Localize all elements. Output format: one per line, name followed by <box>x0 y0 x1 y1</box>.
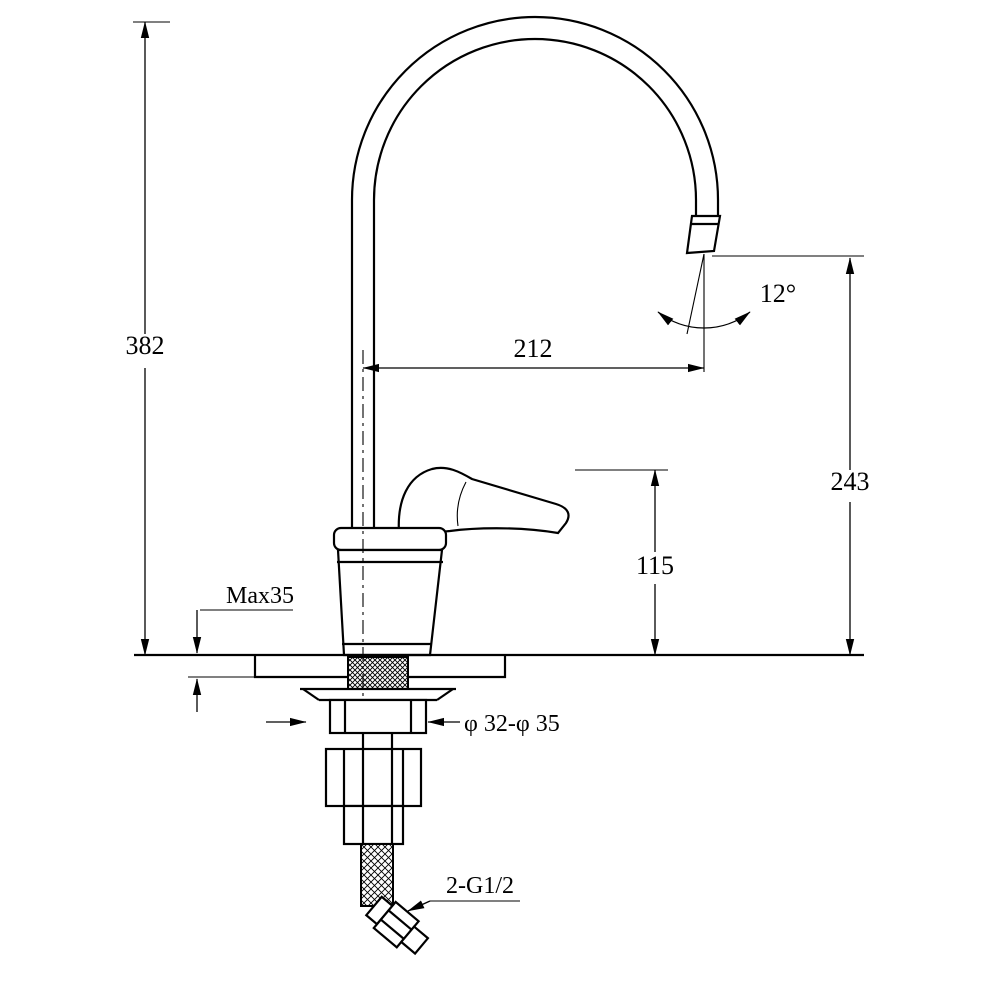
dimension-hole-diameter: φ 32-φ 35 <box>266 711 560 737</box>
overall-height-label: 382 <box>126 331 165 360</box>
mounting-nut <box>328 698 428 735</box>
countertop-cross-section <box>134 653 864 679</box>
spout-angle-label: 12° <box>760 279 796 308</box>
annotation-inlet-connection: 2-G1/2 <box>407 873 520 912</box>
outlet-height-label: 243 <box>831 467 870 496</box>
mounting-flange <box>300 687 456 702</box>
body-height-label: 115 <box>636 551 674 580</box>
braided-supply-hose <box>360 843 394 907</box>
dimension-max-deck-thickness: Max35 <box>188 583 294 712</box>
faucet-body <box>332 526 448 657</box>
hose-end-fitting <box>364 895 430 956</box>
max-deck-thickness-label: Max35 <box>226 583 294 609</box>
faucet-aerator <box>685 214 722 255</box>
hole-diameter-label: φ 32-φ 35 <box>464 711 560 737</box>
spout-reach-label: 212 <box>514 334 553 363</box>
faucet-spout <box>350 15 722 545</box>
dimension-spout-reach: 212 <box>362 334 705 373</box>
faucet-handle-lever <box>397 466 570 535</box>
dimension-body-height: 115 <box>575 469 674 656</box>
inlet-connection-label: 2-G1/2 <box>446 873 514 899</box>
dimension-overall-height: 382 <box>126 21 170 656</box>
mounting-bracket <box>324 733 423 846</box>
annotation-spout-angle: 12° <box>657 253 796 372</box>
dimension-outlet-height: 243 <box>712 255 870 656</box>
threaded-shank <box>347 656 409 690</box>
